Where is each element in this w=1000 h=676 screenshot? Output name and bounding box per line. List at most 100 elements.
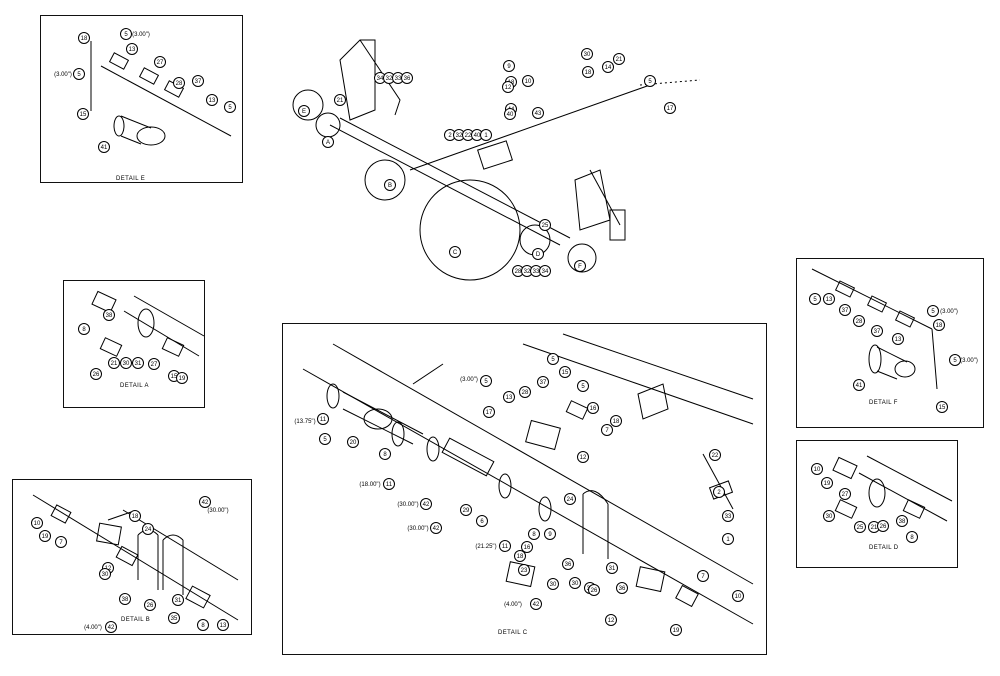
callout-balloon: [322, 136, 334, 148]
callout-balloon: [936, 401, 948, 413]
callout-balloon: [420, 498, 432, 510]
callout-number: 17: [486, 410, 493, 416]
callout-number: 5: [813, 297, 817, 303]
callout-number: 16: [524, 545, 531, 551]
callout-number: 37: [842, 308, 849, 314]
callout-balloon: [539, 219, 551, 231]
callout-balloon: [132, 357, 144, 369]
detail-c-caption: DETAIL C: [498, 630, 528, 636]
callout-balloon: [120, 357, 132, 369]
callout-number: 27: [151, 362, 158, 368]
callout-number: 8: [383, 452, 387, 458]
callout-balloon: [334, 94, 346, 106]
callout-balloon: [722, 533, 734, 545]
callout-number: 27: [157, 60, 164, 66]
callout-number: 1: [484, 133, 488, 139]
detail-a-caption: DETAIL A: [120, 383, 149, 389]
callout-balloon: [664, 102, 676, 114]
dimension-label: (13.75"): [294, 419, 315, 425]
dimension-label: (4.00"): [504, 602, 522, 608]
callout-balloon: [577, 451, 589, 463]
callout-balloon: [383, 478, 395, 490]
callout-number: F: [578, 264, 582, 270]
callout-number: 32: [456, 133, 463, 139]
callout-balloon: [199, 496, 211, 508]
callout-number: 28: [176, 81, 183, 87]
callout-number: 30: [123, 361, 130, 367]
callout-number: 40: [474, 133, 481, 139]
callout-balloon: [519, 386, 531, 398]
callout-number: 15: [80, 112, 87, 118]
callout-balloon: [173, 77, 185, 89]
callout-number: 28: [522, 390, 529, 396]
callout-balloon: [697, 570, 709, 582]
callout-balloon: [317, 413, 329, 425]
callout-number: 12: [505, 85, 512, 91]
callout-balloon: [206, 94, 218, 106]
callout-balloon: [569, 577, 581, 589]
callout-number: 30: [826, 514, 833, 520]
callout-number: 8: [82, 327, 86, 333]
callout-number: 15: [171, 374, 178, 380]
callout-number: 25: [542, 223, 549, 229]
callout-balloon: [530, 598, 542, 610]
callout-number: 24: [145, 527, 152, 533]
callout-balloon: [577, 380, 589, 392]
callout-number: 17: [667, 106, 674, 112]
dimension-label: (30.00"): [407, 526, 428, 532]
callout-number: 42: [108, 625, 115, 631]
callout-balloon: [839, 304, 851, 316]
callout-balloon: [871, 325, 883, 337]
callout-number: 13: [220, 623, 227, 629]
callout-balloon: [602, 61, 614, 73]
callout-number: 15: [939, 405, 946, 411]
callout-number: 26: [880, 524, 887, 530]
callout-balloon: [853, 315, 865, 327]
callout-number: 21: [871, 525, 878, 531]
callout-balloon: [927, 305, 939, 317]
callout-number: 12: [105, 566, 112, 572]
callout-balloon: [503, 391, 515, 403]
callout-number: 18: [81, 36, 88, 42]
callout-number: 14: [605, 65, 612, 71]
callout-number: 11: [386, 482, 393, 488]
callout-balloon: [601, 424, 613, 436]
detail-e-caption: DETAIL E: [116, 176, 146, 182]
dimension-label: (3.00"): [460, 377, 478, 383]
callout-number: 37: [195, 79, 202, 85]
callout-number: 28: [856, 319, 863, 325]
callout-number: 19: [179, 376, 186, 382]
callout-balloon: [896, 515, 908, 527]
callout-number: 24: [567, 497, 574, 503]
callout-number: 19: [42, 534, 49, 540]
callout-balloon: [811, 463, 823, 475]
callout-number: 16: [590, 406, 597, 412]
callout-balloon: [148, 358, 160, 370]
callout-balloon: [522, 75, 534, 87]
callout-balloon: [73, 68, 85, 80]
callout-number: 30: [550, 582, 557, 588]
callout-balloon: [504, 108, 516, 120]
callout-number: 36: [619, 586, 626, 592]
callout-balloon: [906, 531, 918, 543]
callout-number: 13: [129, 47, 136, 53]
callout-number: 26: [147, 603, 154, 609]
detail-b-panel: 1019712182442(30.00")3038263135813(4.00"…: [12, 479, 252, 635]
callout-balloon: [713, 486, 725, 498]
callout-balloon: [610, 415, 622, 427]
callout-number: 2: [717, 490, 721, 496]
callout-balloon: [197, 619, 209, 631]
callout-balloon: [480, 375, 492, 387]
callout-number: 5: [581, 384, 585, 390]
callout-balloon: [476, 515, 488, 527]
callout-number: 26: [93, 372, 100, 378]
callout-number: 31: [135, 361, 142, 367]
callout-number: 38: [122, 597, 129, 603]
callout-number: 37: [540, 380, 547, 386]
callout-number: 5: [484, 379, 488, 385]
callout-balloon: [562, 558, 574, 570]
callout-balloon: [559, 366, 571, 378]
